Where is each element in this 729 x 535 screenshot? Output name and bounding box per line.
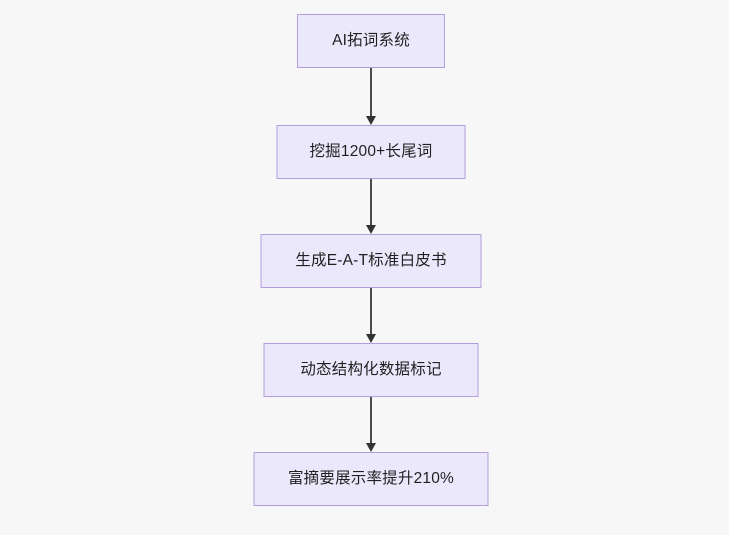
flow-node-dynamic-structured-data-markup[interactable]: 动态结构化数据标记 xyxy=(263,343,479,397)
flow-edge-2 xyxy=(365,179,377,234)
arrowhead-down-icon xyxy=(366,334,376,343)
arrowhead-down-icon xyxy=(366,116,376,125)
flow-node-ai-keyword-system[interactable]: AI拓词系统 xyxy=(297,14,445,68)
flow-edge-4 xyxy=(365,397,377,452)
node-label: 生成E-A-T标准白皮书 xyxy=(295,252,447,270)
edge-line xyxy=(370,68,372,118)
flow-edge-1 xyxy=(365,68,377,125)
edge-line xyxy=(370,179,372,227)
edge-line xyxy=(370,397,372,445)
flow-node-generate-eat-whitepaper[interactable]: 生成E-A-T标准白皮书 xyxy=(260,234,482,288)
flow-edge-3 xyxy=(365,288,377,343)
node-label: 富摘要展示率提升210% xyxy=(287,470,455,488)
node-label: 挖掘1200+长尾词 xyxy=(309,143,433,161)
flow-node-mine-longtail-keywords[interactable]: 挖掘1200+长尾词 xyxy=(276,125,466,179)
arrowhead-down-icon xyxy=(366,443,376,452)
arrowhead-down-icon xyxy=(366,225,376,234)
flow-node-rich-snippet-impression-lift[interactable]: 富摘要展示率提升210% xyxy=(253,452,489,506)
edge-line xyxy=(370,288,372,336)
node-label: 动态结构化数据标记 xyxy=(300,361,442,379)
node-label: AI拓词系统 xyxy=(332,32,410,50)
